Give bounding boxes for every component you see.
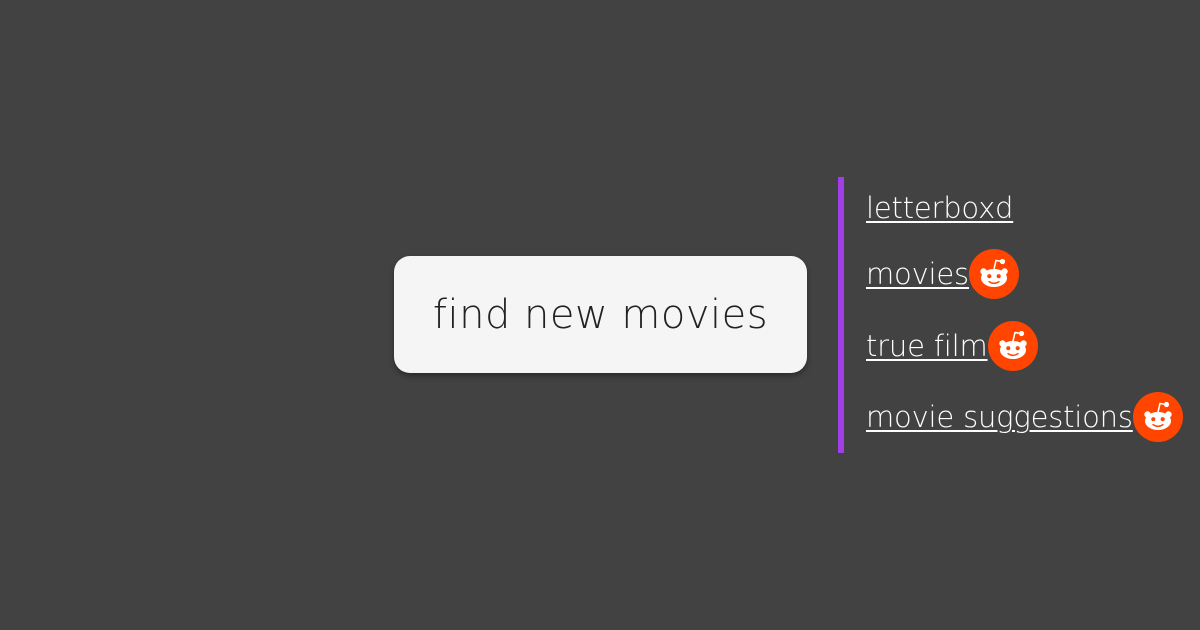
central-node: find new movies	[394, 256, 807, 373]
link-true-film[interactable]: true film	[866, 329, 988, 363]
reddit-icon[interactable]	[987, 321, 1038, 371]
branch-line	[838, 177, 844, 453]
link-item-true-film: true film	[866, 321, 1038, 371]
link-item-movies: movies	[866, 249, 1019, 299]
link-item-movie-suggestions: movie suggestions	[866, 392, 1183, 442]
reddit-icon[interactable]	[968, 249, 1019, 299]
link-list: letterboxd movies true film	[866, 0, 1200, 630]
link-movies[interactable]: movies	[866, 257, 969, 291]
central-node-label: find new movies	[432, 291, 769, 338]
link-letterboxd[interactable]: letterboxd	[866, 191, 1014, 225]
link-movie-suggestions[interactable]: movie suggestions	[866, 400, 1133, 434]
link-item-letterboxd: letterboxd	[866, 183, 1013, 233]
reddit-icon[interactable]	[1132, 392, 1183, 442]
